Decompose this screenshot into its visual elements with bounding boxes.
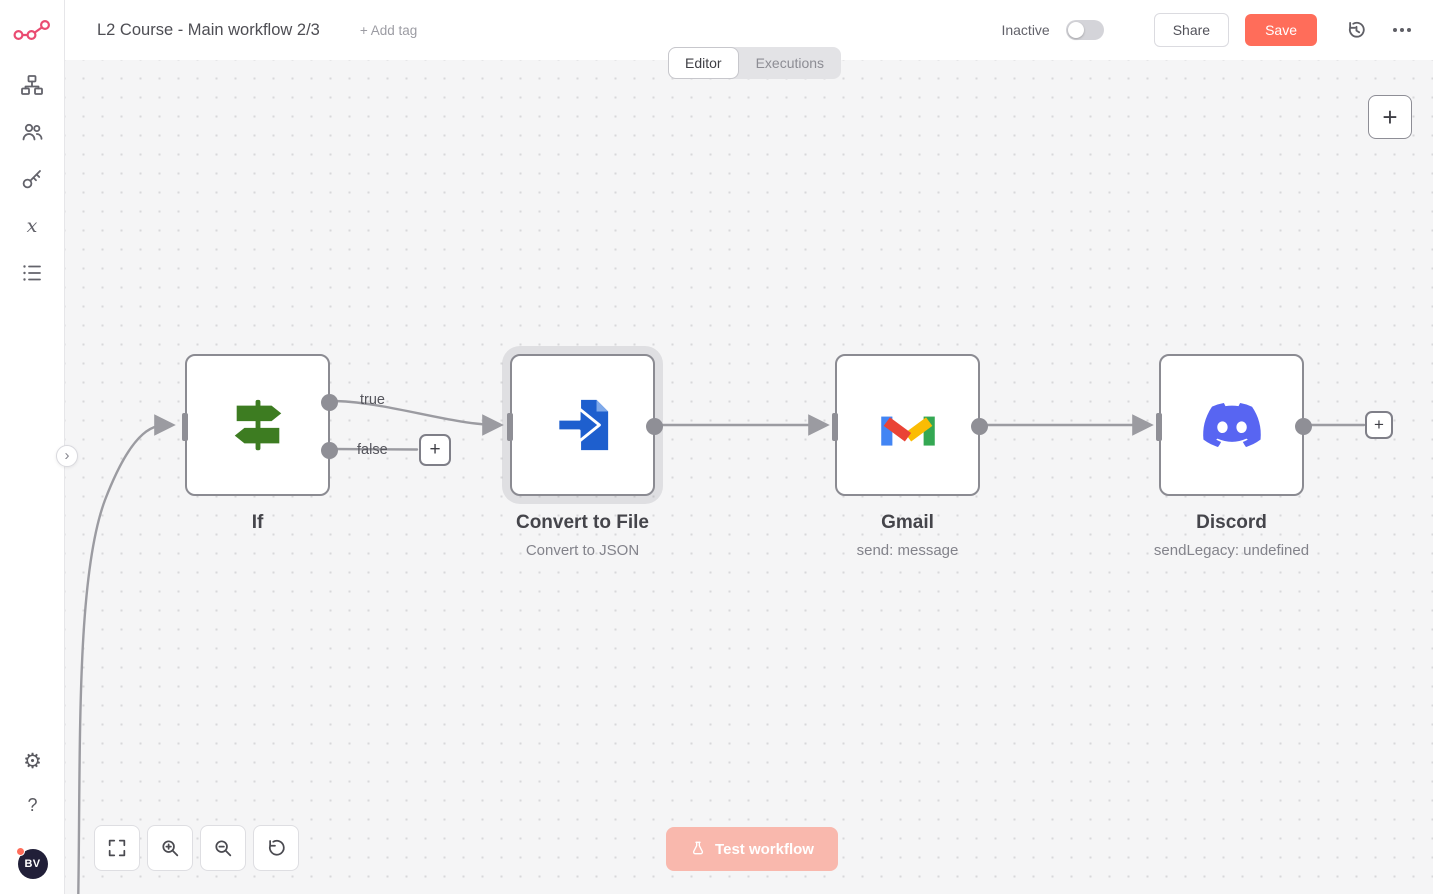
- node-discord[interactable]: [1156, 354, 1312, 496]
- sidebar-item-projects[interactable]: [14, 120, 50, 144]
- save-button[interactable]: Save: [1245, 14, 1317, 46]
- workflow-title[interactable]: L2 Course - Main workflow 2/3: [97, 20, 320, 39]
- editor-tabs: Editor Executions: [668, 47, 842, 79]
- chevron-right-icon: ›: [64, 446, 70, 464]
- node-convert-to-file[interactable]: [507, 354, 663, 496]
- inactive-label: Inactive: [1001, 22, 1050, 38]
- test-workflow-button[interactable]: Test workflow: [666, 827, 838, 871]
- clock-rotate-left-icon: [1348, 21, 1365, 38]
- node-name: If: [251, 512, 264, 533]
- more-menu-button[interactable]: [1383, 28, 1411, 32]
- add-node-button-canvas[interactable]: +: [1368, 95, 1412, 139]
- gear-icon: ⚙: [23, 750, 42, 773]
- users-icon: [22, 123, 43, 141]
- node-name: Discord: [1196, 512, 1267, 533]
- output-handle-false[interactable]: [321, 442, 338, 459]
- node-subtitle: sendLegacy: undefined: [1153, 542, 1310, 559]
- output-label-true: true: [360, 392, 385, 408]
- header: L2 Course - Main workflow 2/3 + Add tag …: [65, 0, 1433, 60]
- connection-incoming-curve[interactable]: [77, 414, 176, 894]
- node-gmail[interactable]: [832, 354, 988, 496]
- header-actions: Inactive Share Save: [1001, 13, 1411, 47]
- add-tag-button[interactable]: + Add tag: [359, 22, 418, 38]
- fit-view-button[interactable]: [94, 825, 140, 871]
- notification-dot: [15, 847, 25, 856]
- workflow-canvas[interactable]: If Convert to File Convert to JSON Gmail…: [65, 60, 1433, 894]
- input-handle[interactable]: [832, 413, 838, 441]
- settings-button[interactable]: ⚙: [23, 751, 42, 773]
- sidebar-item-variables[interactable]: x: [14, 214, 50, 238]
- node-subtitle: send: message: [856, 542, 959, 559]
- test-workflow-label: Test workflow: [715, 840, 814, 858]
- node-label-convert: Convert to File Convert to JSON: [455, 512, 710, 559]
- canvas-controls: [94, 825, 299, 871]
- connection-if-false-to-plus[interactable]: [329, 447, 419, 451]
- file-import-icon: [555, 399, 608, 451]
- discord-icon: [1202, 403, 1261, 447]
- if-icon: [234, 399, 281, 451]
- node-name: Gmail: [881, 512, 934, 533]
- add-node-button-false-branch[interactable]: +: [419, 434, 451, 466]
- help-icon: ?: [27, 795, 38, 815]
- list-icon: [23, 265, 41, 281]
- zoom-out-button[interactable]: [200, 825, 246, 871]
- output-handle-true[interactable]: [321, 394, 338, 411]
- sidebar-bottom: ⚙ ? BV: [0, 751, 65, 894]
- ellipsis-icon: [1393, 28, 1411, 32]
- input-handle[interactable]: [182, 413, 188, 441]
- reset-zoom-button[interactable]: [253, 825, 299, 871]
- n8n-logo-icon: [13, 19, 51, 41]
- plus-icon: +: [1374, 415, 1384, 434]
- sidebar-item-credentials[interactable]: [14, 167, 50, 191]
- input-handle[interactable]: [507, 413, 513, 441]
- fit-view-icon: [108, 839, 126, 857]
- add-node-button-discord-output[interactable]: +: [1365, 411, 1393, 439]
- node-label-gmail: Gmail send: message: [780, 512, 1035, 559]
- node-if[interactable]: [182, 354, 338, 496]
- node-subtitle: Convert to JSON: [525, 542, 640, 559]
- sidebar-item-executions[interactable]: [14, 261, 50, 285]
- flask-icon: [692, 841, 704, 855]
- node-label-if: If: [130, 512, 385, 534]
- user-avatar[interactable]: BV: [15, 847, 48, 879]
- toggle-knob: [1067, 22, 1084, 38]
- output-handle[interactable]: [971, 418, 988, 435]
- tab-executions[interactable]: Executions: [755, 55, 825, 71]
- share-button[interactable]: Share: [1153, 13, 1230, 47]
- help-button[interactable]: ?: [27, 796, 37, 816]
- input-handle[interactable]: [1156, 413, 1162, 441]
- node-label-discord: Discord sendLegacy: undefined: [1104, 512, 1359, 559]
- avatar-initials: BV: [24, 858, 41, 870]
- variables-icon: x: [26, 214, 38, 237]
- node-name: Convert to File: [515, 512, 649, 533]
- expand-panel-button[interactable]: ›: [56, 445, 78, 467]
- output-handle[interactable]: [1295, 418, 1312, 435]
- active-toggle[interactable]: [1065, 20, 1104, 40]
- n8n-logo[interactable]: [0, 0, 64, 60]
- sidebar-nav: x: [0, 73, 64, 285]
- zoom-in-button[interactable]: [147, 825, 193, 871]
- workflows-icon: [21, 75, 43, 95]
- connection-if-true-to-convert[interactable]: [329, 399, 504, 436]
- zoom-in-icon: [162, 840, 179, 857]
- gmail-icon: [880, 416, 935, 446]
- sidebar-item-workflows[interactable]: [14, 73, 50, 97]
- connections-layer: [77, 399, 1366, 894]
- plus-icon: +: [429, 439, 441, 460]
- plus-icon: +: [1382, 101, 1398, 132]
- output-label-false: false: [357, 442, 388, 458]
- sidebar: x ⚙ ? BV: [0, 0, 65, 894]
- zoom-out-icon: [215, 840, 232, 857]
- key-icon: [22, 170, 41, 189]
- tab-editor[interactable]: Editor: [668, 47, 739, 79]
- history-button[interactable]: [1345, 19, 1367, 41]
- undo-icon: [268, 839, 285, 856]
- output-handle[interactable]: [646, 418, 663, 435]
